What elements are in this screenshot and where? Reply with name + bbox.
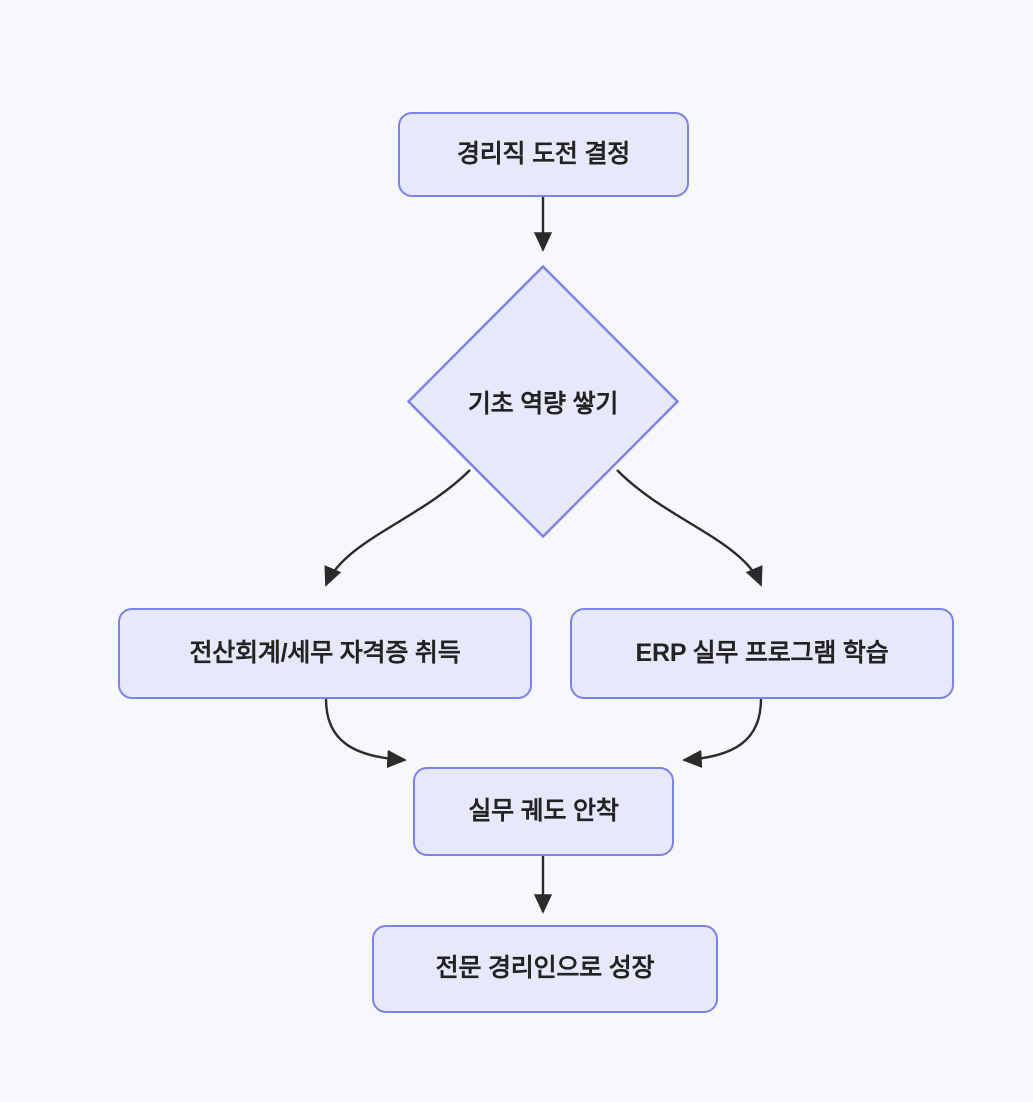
- node-cert[interactable]: 전산회계/세무 자격증 취득: [118, 608, 532, 699]
- edge-erp-to-settle: [682, 698, 763, 769]
- node-decision-label: 기초 역량 쌓기: [467, 389, 619, 418]
- node-settle[interactable]: 실무 궤도 안착: [413, 767, 674, 856]
- node-decision[interactable]: 기초 역량 쌓기: [407, 265, 679, 538]
- edge-cert-to-settle: [324, 698, 407, 769]
- node-erp[interactable]: ERP 실무 프로그램 학습: [570, 608, 954, 699]
- node-goal[interactable]: 전문 경리인으로 성장: [372, 925, 718, 1013]
- node-start[interactable]: 경리직 도전 결정: [398, 112, 689, 197]
- diamond-shape: [407, 265, 679, 538]
